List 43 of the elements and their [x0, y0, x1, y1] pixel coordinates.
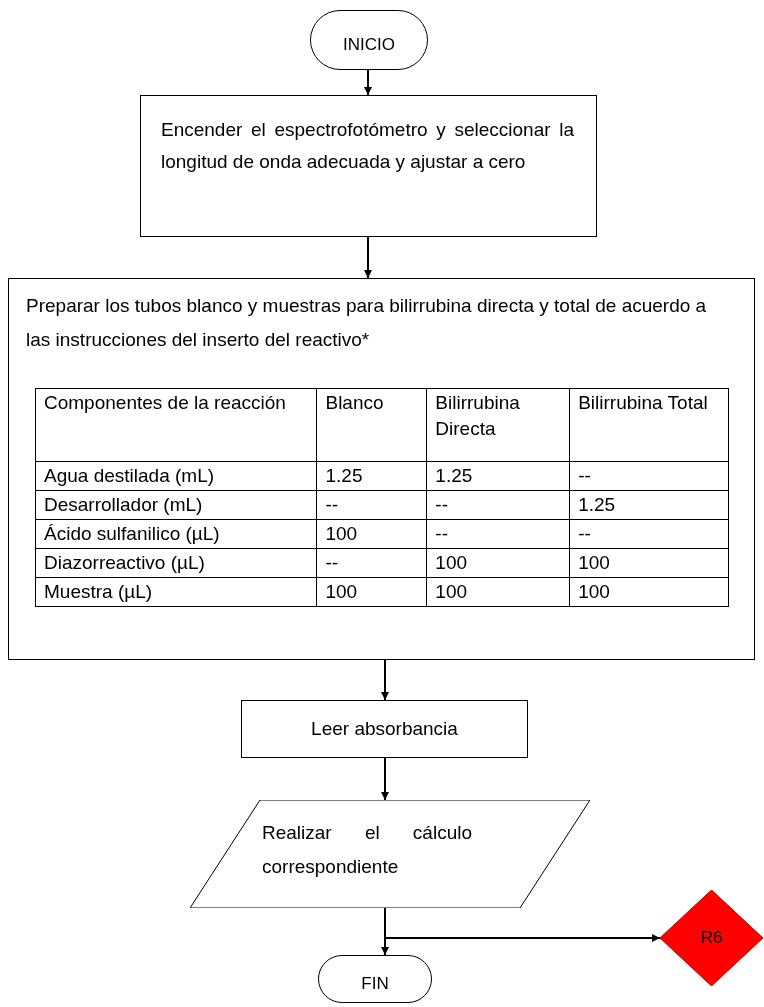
table-cell: Diazorreactivo (µL) — [35, 548, 317, 578]
column-header: Bilirrubina Directa — [426, 388, 570, 462]
table-cell: 1.25 — [426, 461, 570, 491]
table-cell: -- — [569, 461, 729, 491]
process-box — [140, 95, 597, 237]
node-text: Leer absorbancia — [310, 717, 459, 741]
arrow — [364, 69, 372, 96]
process-box — [8, 278, 755, 660]
arrow — [381, 757, 389, 801]
terminal-shape — [318, 955, 432, 1003]
table-cell: Muestra (µL) — [35, 577, 317, 607]
column-header: Blanco — [316, 388, 427, 462]
table-cell: 100 — [316, 519, 427, 549]
node-text: INICIO — [342, 34, 396, 56]
table-cell: Ácido sulfanilico (µL) — [35, 519, 317, 549]
column-header: Bilirrubina Total — [569, 388, 729, 462]
table-cell: 100 — [569, 548, 729, 578]
arrow — [364, 236, 372, 279]
arrow — [384, 907, 661, 942]
decision-diamond — [660, 890, 763, 986]
table-cell: Desarrollador (mL) — [35, 490, 317, 520]
node-text: Encender el espectrofotómetro y seleccionar la longitud de onda adecuada y ajustar a cero — [161, 118, 574, 174]
data-parallelogram — [190, 800, 590, 908]
table-cell: -- — [426, 490, 570, 520]
table-cell: 100 — [426, 577, 570, 607]
node-text: FIN — [360, 973, 390, 995]
table-cell: -- — [316, 490, 427, 520]
table-cell: 100 — [569, 577, 729, 607]
table-cell: 100 — [426, 548, 570, 578]
node-text: R6 — [699, 927, 724, 949]
column-header: Componentes de la reacción — [35, 388, 317, 462]
table-cell: -- — [569, 519, 729, 549]
table-cell: -- — [426, 519, 570, 549]
terminal-shape — [310, 10, 428, 70]
table-cell: 1.25 — [569, 490, 729, 520]
arrow — [381, 659, 389, 701]
table-cell: Agua destilada (mL) — [35, 461, 317, 491]
table-cell: 100 — [316, 577, 427, 607]
node-text: Preparar los tubos blanco y muestras para bilirrubina directa y total de acuerdo a las instrucciones del inserto del reactivo* — [26, 294, 708, 352]
node-text: Realizar el cálculo correspondiente — [262, 821, 472, 879]
table-cell: -- — [316, 548, 427, 578]
process-box — [241, 700, 528, 758]
table-cell: 1.25 — [316, 461, 427, 491]
